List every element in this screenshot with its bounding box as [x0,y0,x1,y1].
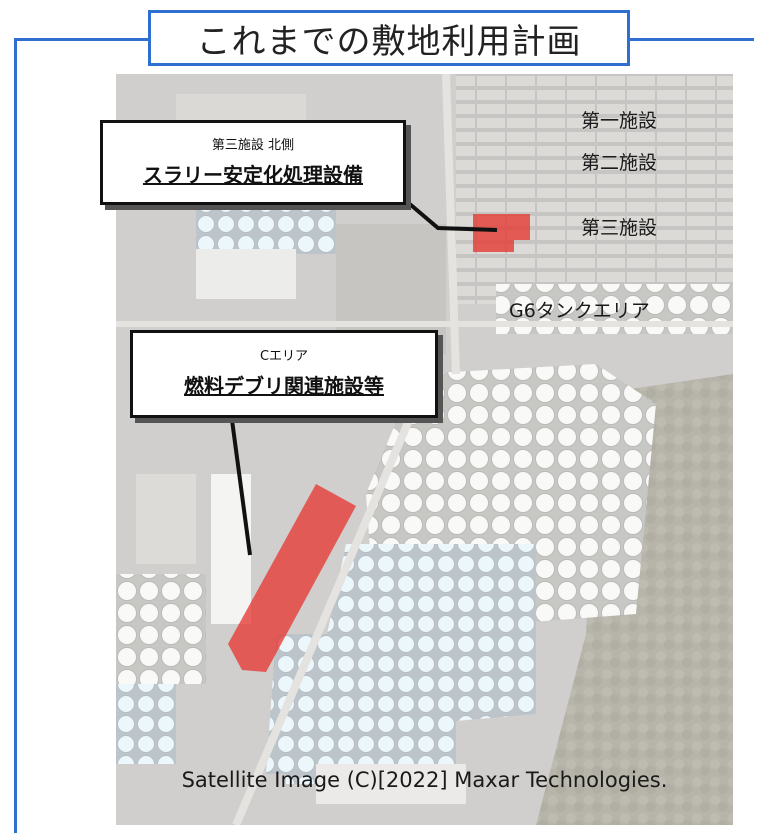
first-facility-label: 第一施設 [581,110,658,132]
page-title: これまでの敷地利用計画 [148,10,630,66]
frame-top-left [14,38,148,41]
second-facility-label: 第二施設 [581,152,658,174]
third-facility-north-highlight [473,214,530,252]
frame-top-right [630,38,754,41]
c-area-callout-main: 燃料デブリ関連施設等 [184,374,384,398]
north-callout-main: スラリー安定化処理設備 [143,163,363,187]
satellite-credit: Satellite Image (C)[2022] Maxar Technolo… [181,768,668,792]
g6-tank-area-label: G6タンクエリア [509,300,650,322]
frame-left [14,38,17,833]
north-callout: 第三施設 北側 スラリー安定化処理設備 [100,120,406,205]
c-area-callout-sub: Cエリア [259,349,309,364]
c-area-highlight [228,484,356,672]
c-area-callout: Cエリア 燃料デブリ関連施設等 [130,330,438,418]
north-callout-sub: 第三施設 北側 [211,138,295,153]
third-facility-label: 第三施設 [581,217,658,239]
